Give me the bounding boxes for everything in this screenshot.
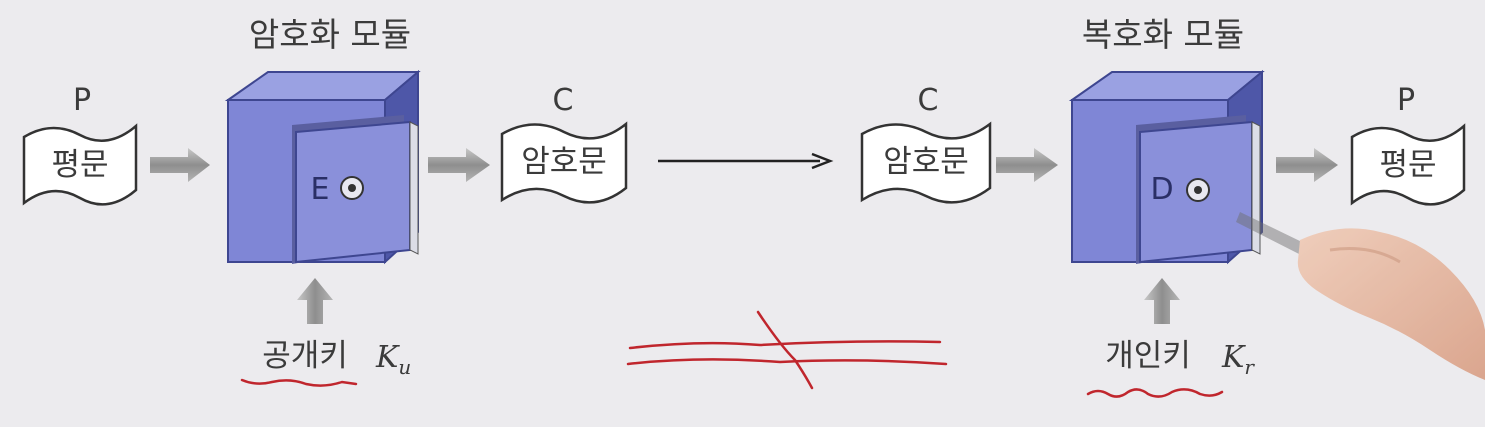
private-key-underline — [1086, 388, 1224, 398]
plaintext-label-right: 평문 — [1379, 147, 1436, 183]
arrow-public-key-up — [297, 278, 333, 324]
plaintext-document — [22, 123, 138, 206]
channel-arrowhead — [811, 152, 834, 170]
ciphertext-document-left — [500, 121, 628, 204]
plaintext-symbol: P — [73, 83, 91, 118]
ciphertext-document-right — [860, 121, 992, 204]
public-key-symbol: Ku — [375, 340, 411, 379]
ciphertext-label-left: 암호문 — [521, 144, 607, 180]
presenter-hand — [1236, 212, 1485, 380]
ciphertext-symbol-right: C — [918, 83, 939, 118]
decrypt-box-letter: D — [1150, 172, 1173, 207]
plaintext-symbol-right: P — [1397, 83, 1415, 118]
decrypt-module-title: 복호화 모듈 — [1082, 15, 1244, 54]
public-key-underline — [240, 378, 358, 387]
plaintext-label: 평문 — [51, 147, 108, 183]
public-key-label: 공개키 — [262, 338, 348, 374]
encrypt-module-title: 암호화 모듈 — [249, 15, 411, 54]
plaintext-document-right — [1350, 123, 1466, 206]
arrow-private-key-up — [1144, 278, 1180, 324]
arrow-decrypt-to-plaintext — [1276, 148, 1338, 182]
encrypt-safe-icon — [224, 69, 421, 265]
decrypt-safe-icon — [1068, 69, 1265, 265]
private-key-label: 개인키 — [1105, 338, 1191, 374]
encrypt-box-letter: E — [311, 172, 330, 207]
arrow-plaintext-to-encrypt — [150, 148, 210, 182]
arrow-encrypt-to-ciphertext — [428, 148, 490, 182]
ciphertext-label-right: 암호문 — [883, 144, 969, 180]
ciphertext-symbol-left: C — [553, 83, 574, 118]
private-key-symbol: Kr — [1221, 340, 1255, 379]
not-equal-annotation — [626, 310, 948, 390]
arrow-ciphertext-to-decrypt — [996, 148, 1058, 182]
